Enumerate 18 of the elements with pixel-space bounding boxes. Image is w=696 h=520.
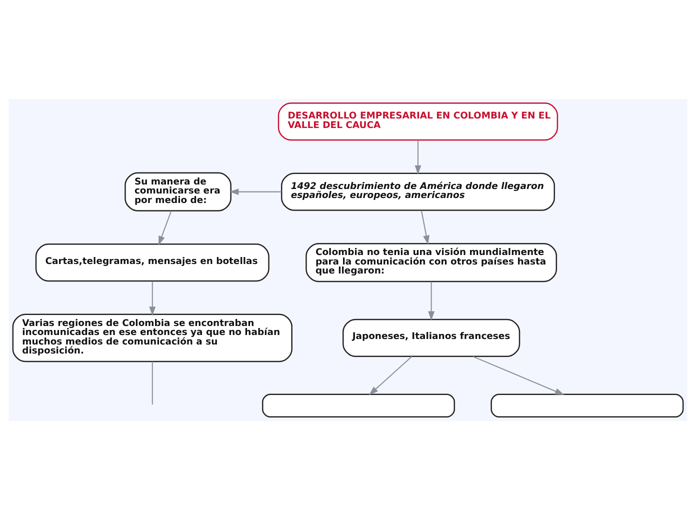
arrow <box>420 210 430 245</box>
node-box: DESARROLLO EMPRESARIAL EN COLOMBIA Y EN EL VALLE DEL CAUCA <box>278 102 558 141</box>
arrow <box>158 210 172 246</box>
node-box: Colombia no tenia una visión mundialmente para la comunicación con otros países hasta que llegaron: <box>306 242 558 282</box>
arrow <box>229 188 282 196</box>
arrow <box>368 356 412 396</box>
node-box: 1492 descubrimiento de América donde llegaron españoles, europeos, americanos <box>280 172 555 211</box>
node-box <box>262 394 455 418</box>
node-box <box>490 394 684 418</box>
connector <box>152 362 153 405</box>
node-box: Cartas,telegramas, mensajes en botellas <box>35 243 270 282</box>
arrow <box>414 140 422 175</box>
arrow <box>472 356 564 395</box>
node-box: Varias regiones de Colombia se encontraban incomunicadas en ese entonces ya que no habían muchos medios de comunicación a su disposición. <box>12 314 292 362</box>
arrow <box>149 281 156 316</box>
node-box: Su manera de comunicarse era por medio de: <box>124 172 232 212</box>
arrow <box>428 282 435 321</box>
node-box: Japoneses, Italianos franceses <box>342 318 520 357</box>
